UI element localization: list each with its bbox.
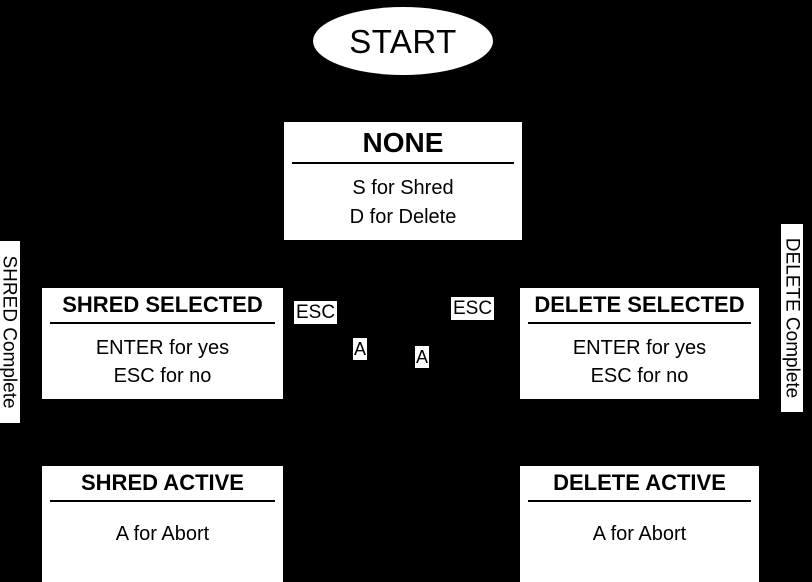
- state-node-delete-active[interactable]: DELETE ACTIVE A for Abort: [520, 466, 759, 582]
- state-title-delete-active: DELETE ACTIVE: [553, 470, 726, 495]
- state-body-line: ENTER for yes: [572, 336, 707, 359]
- state-divider: [528, 499, 751, 502]
- side-label-delete-complete: DELETE Complete: [781, 224, 803, 412]
- edge-label-abort-right: A: [415, 346, 430, 369]
- state-body-line: A for Abort: [115, 522, 210, 545]
- state-body-line: ENTER for yes: [95, 336, 230, 359]
- state-divider: [50, 499, 275, 502]
- side-label-shred-complete: SHRED Complete: [0, 241, 20, 423]
- state-node-shred-active[interactable]: SHRED ACTIVE A for Abort: [42, 466, 283, 582]
- side-label-shred-complete-text: SHRED Complete: [0, 255, 20, 409]
- state-body-none: S for Shred D for Delete: [284, 164, 522, 240]
- state-title-row: DELETE ACTIVE: [520, 466, 759, 500]
- state-title-none: NONE: [362, 127, 444, 158]
- state-divider: [528, 321, 751, 324]
- state-body-line: S for Shred: [352, 177, 454, 200]
- state-body-line: ESC for no: [113, 365, 212, 388]
- state-title-shred-active: SHRED ACTIVE: [81, 470, 244, 495]
- state-body-line: D for Delete: [349, 205, 457, 228]
- state-node-delete-selected[interactable]: DELETE SELECTED ENTER for yes ESC for no: [520, 288, 759, 399]
- state-body-shred-selected: ENTER for yes ESC for no: [42, 324, 283, 399]
- start-node-label: START: [349, 22, 457, 60]
- edge-label-esc-left: ESC: [294, 301, 338, 325]
- state-node-none[interactable]: NONE S for Shred D for Delete: [284, 122, 522, 240]
- edge-label-abort-left: A: [353, 338, 368, 361]
- state-title-delete-selected: DELETE SELECTED: [534, 292, 745, 317]
- state-divider: [292, 162, 514, 165]
- side-label-delete-complete-text: DELETE Complete: [781, 237, 803, 399]
- state-title-row: SHRED ACTIVE: [42, 466, 283, 500]
- state-body-shred-active: A for Abort: [42, 502, 283, 582]
- state-body-delete-active: A for Abort: [520, 502, 759, 582]
- state-title-shred-selected: SHRED SELECTED: [62, 292, 263, 317]
- state-divider: [50, 321, 275, 324]
- state-title-row: SHRED SELECTED: [42, 288, 283, 322]
- start-node[interactable]: START: [313, 7, 493, 75]
- state-body-line: ESC for no: [590, 365, 689, 388]
- edge-label-esc-right: ESC: [451, 297, 495, 321]
- state-body-line: A for Abort: [592, 522, 687, 545]
- state-body-delete-selected: ENTER for yes ESC for no: [520, 324, 759, 399]
- state-node-shred-selected[interactable]: SHRED SELECTED ENTER for yes ESC for no: [42, 288, 283, 399]
- state-title-row: DELETE SELECTED: [520, 288, 759, 322]
- state-title-row: NONE: [284, 122, 522, 162]
